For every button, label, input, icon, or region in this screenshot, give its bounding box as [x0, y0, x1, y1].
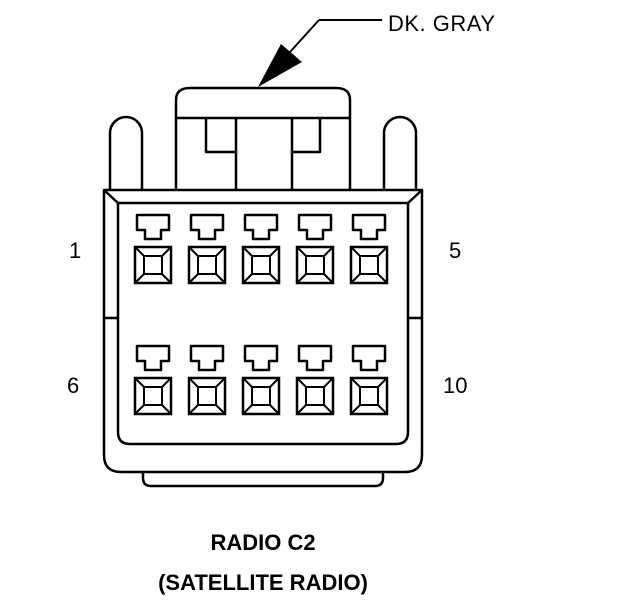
pin-terminal-bevel — [134, 246, 172, 284]
connector-body — [102, 188, 424, 474]
wire-color-label: DK. GRAY — [388, 11, 496, 36]
connector-foot — [141, 472, 385, 488]
body-bevel-right — [407, 189, 423, 204]
pin-terminal-outer — [187, 376, 227, 416]
pin-terminal-inner — [359, 255, 379, 275]
pin-terminal-inner — [197, 255, 217, 275]
pin-terminal-bevel — [242, 377, 280, 415]
pin-cavity-10 — [349, 344, 389, 416]
pin-terminal-bevel — [296, 246, 334, 284]
pin-latch-window — [189, 213, 225, 241]
pin-terminal-bevel — [188, 377, 226, 415]
pin-terminal-bevel — [188, 246, 226, 284]
connector-name: RADIO C2 — [210, 530, 315, 555]
pin-terminal-outer — [187, 245, 227, 285]
pin-terminal-inner — [143, 386, 163, 406]
pin-terminal-outer — [295, 245, 335, 285]
pin-terminal-inner — [197, 386, 217, 406]
pin-terminal-outer — [241, 376, 281, 416]
pin-cavity-3 — [241, 213, 281, 285]
pin-label-1: 1 — [69, 238, 81, 263]
pin-terminal-outer — [295, 376, 335, 416]
pin-terminal-bevel — [242, 246, 280, 284]
pin-latch-window — [351, 213, 387, 241]
pin-terminal-inner — [251, 255, 271, 275]
pin-terminal-inner — [359, 386, 379, 406]
pin-latch-window — [297, 344, 333, 372]
right-latch-post — [382, 115, 418, 190]
body-bevel-left — [103, 189, 119, 204]
lock-tab — [204, 118, 322, 190]
pin-cavity-1 — [133, 213, 173, 285]
pin-terminal-bevel — [134, 377, 172, 415]
pin-terminal-outer — [133, 245, 173, 285]
pin-cavity-9 — [295, 344, 335, 416]
pin-cavity-2 — [187, 213, 227, 285]
pin-cavity-8 — [241, 344, 281, 416]
left-latch-post — [108, 115, 144, 190]
pin-terminal-outer — [241, 245, 281, 285]
pin-terminal-inner — [305, 255, 325, 275]
pin-latch-window — [297, 213, 333, 241]
pin-latch-window — [351, 344, 387, 372]
pin-latch-window — [135, 213, 171, 241]
pin-cavity-6 — [133, 344, 173, 416]
pin-terminal-inner — [305, 386, 325, 406]
pin-terminal-inner — [251, 386, 271, 406]
connector-description: (SATELLITE RADIO) — [158, 570, 368, 595]
pin-cavity-5 — [349, 213, 389, 285]
pin-terminal-bevel — [296, 377, 334, 415]
pin-terminal-bevel — [350, 377, 388, 415]
pin-latch-window — [243, 213, 279, 241]
connector-inner-wall — [116, 201, 410, 446]
pin-label-5: 5 — [449, 238, 461, 263]
pin-terminal-bevel — [350, 246, 388, 284]
pin-terminal-outer — [349, 376, 389, 416]
pin-cavity-4 — [295, 213, 335, 285]
callout-leader-diagonal — [289, 19, 320, 53]
wire-color-callout: DK. GRAY — [258, 11, 496, 87]
pin-terminal-inner — [143, 255, 163, 275]
pin-cavities — [133, 213, 389, 416]
pin-terminal-outer — [133, 376, 173, 416]
pin-latch-window — [243, 344, 279, 372]
pin-latch-window — [135, 344, 171, 372]
pin-cavity-7 — [187, 344, 227, 416]
pin-label-10: 10 — [443, 373, 467, 398]
lock-housing — [174, 86, 352, 190]
callout-arrowhead — [258, 44, 302, 87]
pin-terminal-outer — [349, 245, 389, 285]
pin-label-6: 6 — [67, 373, 79, 398]
pin-latch-window — [189, 344, 225, 372]
